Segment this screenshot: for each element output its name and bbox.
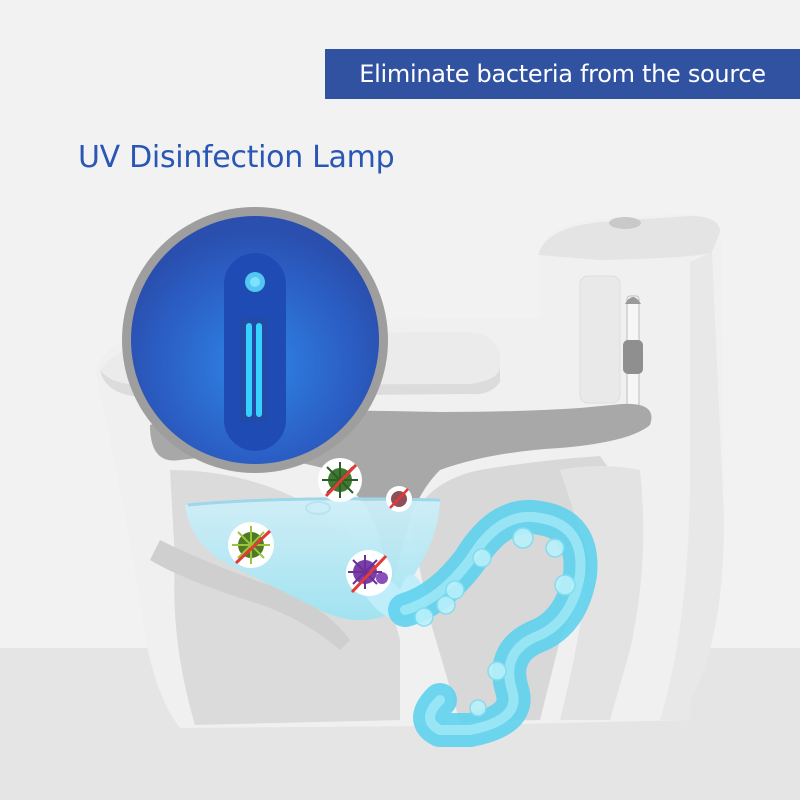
- product-title: UV Disinfection Lamp: [78, 140, 395, 175]
- trap-pipe: [388, 499, 598, 747]
- bacteria-icon: [386, 486, 412, 512]
- tagline-text: Eliminate bacteria from the source: [359, 60, 766, 88]
- virus-icon: [346, 550, 392, 596]
- germ-badges: [228, 458, 412, 596]
- virus-icon: [228, 522, 274, 568]
- tagline-banner: Eliminate bacteria from the source: [325, 49, 800, 99]
- virus-icon: [318, 458, 362, 502]
- magnifier: [122, 207, 388, 473]
